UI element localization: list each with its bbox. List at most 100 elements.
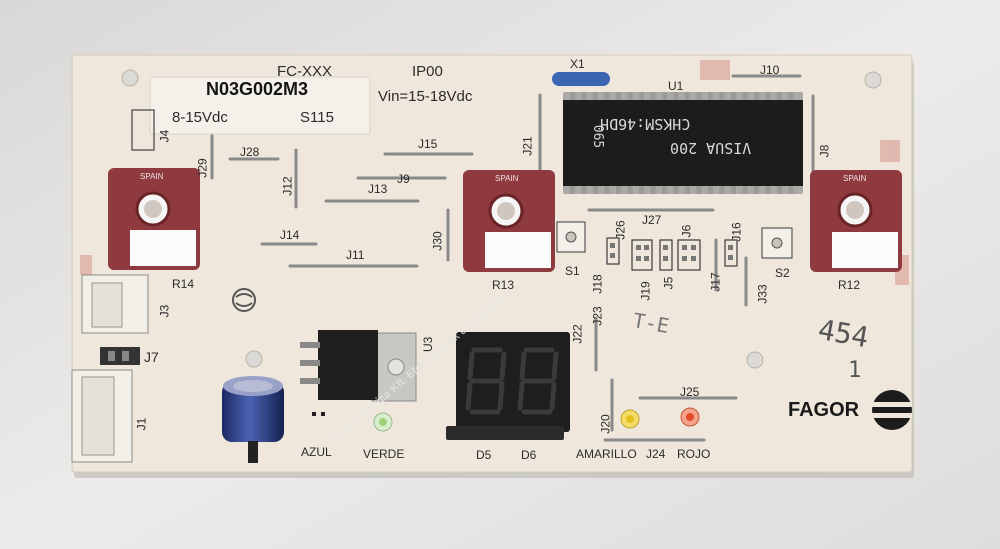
silk-fc: FC-XXX [277, 63, 333, 80]
chip-pin [673, 186, 679, 194]
watermark-print [80, 60, 909, 285]
potentiometer-r12[interactable] [810, 170, 902, 272]
chip-pin [708, 186, 713, 194]
display-segment [517, 381, 525, 411]
label-r12: R12 [838, 278, 861, 292]
jumper-j28: J28 [240, 145, 260, 159]
mount-hole [746, 351, 764, 369]
voltage-regulator-u3 [300, 330, 417, 402]
display-segment [551, 351, 559, 381]
chip-pin [685, 186, 690, 194]
display-segment [519, 351, 527, 381]
chip-pin [673, 92, 679, 100]
jumper-j5: J5 [661, 276, 676, 290]
label-code: N03G002M3 [206, 79, 309, 99]
label-azul: AZUL [301, 445, 332, 459]
switch-s2-button[interactable] [771, 237, 783, 249]
chip-pin [650, 186, 656, 194]
mount-hole [245, 350, 263, 368]
chip-pin [639, 92, 644, 100]
pot-brand-r14: SPAIN [140, 172, 164, 181]
jumper-j25: J25 [680, 385, 700, 399]
brand-fagor: FAGOR [788, 399, 860, 421]
chip-pin [731, 92, 736, 100]
label-voltage: 8-15Vdc [172, 109, 228, 126]
chip-pin [777, 186, 782, 194]
display-segment [497, 381, 505, 411]
led-amarillo-core [626, 415, 634, 423]
chip-pin [662, 186, 667, 194]
chip-text-line2: VISUA 200 [670, 139, 752, 157]
seven-segment-display [446, 332, 570, 440]
jumper-j19: J19 [638, 281, 653, 301]
jumper-wires [210, 74, 815, 442]
label-r14: R14 [172, 277, 195, 291]
mount-hole [121, 69, 139, 87]
jumper-j23: J23 [590, 306, 605, 326]
recycle-logo-icon [232, 288, 256, 312]
chip-pin [616, 186, 621, 194]
jumper-j13: J13 [368, 182, 388, 196]
silk-vin: Vin=15-18Vdc [378, 88, 473, 105]
chip-pin [777, 92, 782, 100]
jumper-j15: J15 [418, 137, 438, 151]
fagor-logo-icon [872, 390, 912, 430]
chip-pin [593, 186, 598, 194]
display-digits [465, 347, 559, 415]
chip-pin [719, 186, 725, 194]
handwriting-line2: 1 [848, 358, 862, 383]
connector-j4 [131, 109, 155, 151]
chip-pin [570, 92, 575, 100]
label-amarillo: AMARILLO [576, 447, 637, 461]
label-sticker [149, 76, 371, 135]
jumper-j22: J22 [570, 324, 585, 344]
potentiometer-r13[interactable] [463, 170, 555, 272]
silk-ip: IP00 [412, 63, 443, 80]
jumper-j10: J10 [760, 63, 780, 77]
label-verde: VERDE [363, 447, 405, 461]
jumper-j16: J16 [729, 222, 744, 242]
chip-pin [581, 186, 587, 194]
label-rojo: ROJO [677, 447, 711, 461]
label-d6: D6 [521, 448, 537, 462]
connector-j7 [100, 347, 140, 365]
chip-pin [719, 92, 725, 100]
jumper-j14: J14 [280, 228, 300, 242]
jumper-j29: J29 [195, 158, 210, 178]
display-segment [499, 351, 507, 381]
display-segment [465, 381, 473, 411]
jumper-j3: J3 [157, 304, 172, 318]
chip-pin [788, 92, 794, 100]
jumper-j21: J21 [520, 136, 535, 156]
led-verde-core [379, 418, 387, 426]
jumper-j11: J11 [346, 248, 365, 262]
label-serial: S115 [300, 109, 334, 126]
jumper-j1: J1 [134, 417, 149, 431]
chip-pin [662, 92, 667, 100]
jumper-j8: J8 [817, 144, 832, 158]
jumper-j24: J24 [646, 447, 666, 461]
jumper-j33: J33 [755, 284, 770, 304]
switch-s1-button[interactable] [565, 231, 577, 243]
chip-pin [788, 186, 794, 194]
pot-brand-r13: SPAIN [495, 174, 519, 183]
label-s2: S2 [775, 266, 790, 280]
led-rojo-core [686, 413, 694, 421]
chip-pin [731, 186, 736, 194]
chip-pin [581, 92, 587, 100]
mount-hole [864, 71, 882, 89]
recycle-logo-icon-path [235, 293, 253, 307]
potentiometer-r14[interactable] [108, 168, 200, 270]
silk-x1: X1 [570, 57, 585, 71]
jumper-j9: J9 [397, 172, 410, 186]
pot-brand-r12: SPAIN [843, 174, 867, 183]
header-pads [606, 237, 738, 271]
chip-pin [742, 186, 748, 194]
jumper-j18: J18 [590, 274, 605, 294]
jumper-j30: J30 [430, 231, 445, 251]
label-s1: S1 [565, 264, 580, 278]
chip-pin [685, 92, 690, 100]
chip-text-line1: CHKSM:46DH [600, 115, 691, 133]
